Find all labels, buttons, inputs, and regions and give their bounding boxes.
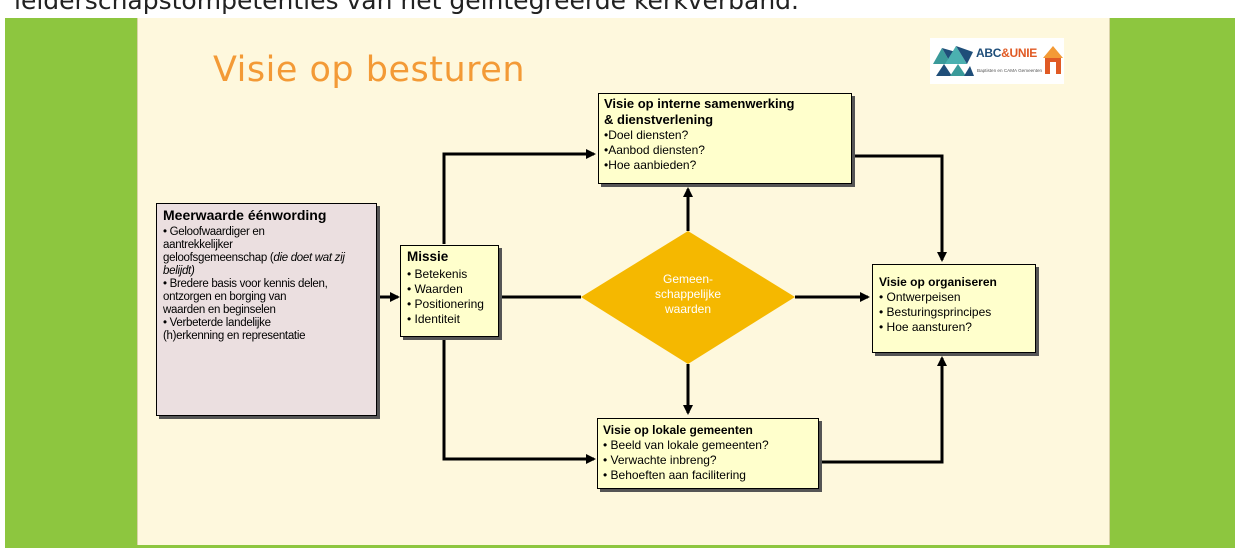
interne-heading-line2: & dienstverlening <box>604 112 714 127</box>
interne-heading-line1: Visie op interne samenwerking <box>604 96 795 111</box>
lokale-heading: Visie op lokale gemeenten <box>603 423 753 437</box>
list-item: • Waarden <box>407 282 463 296</box>
logo-house-icon <box>1043 46 1063 74</box>
list-item: geloofsgemeenschap (die doet wat zij bel… <box>163 252 345 277</box>
list-item: •Aanbod diensten? <box>604 143 705 157</box>
list-item: • Positionering <box>407 297 484 311</box>
list-item: •Doel diensten? <box>604 128 689 142</box>
organiseren-box: Visie op organiseren • Ontwerpeisen • Be… <box>872 264 1036 353</box>
list-item: • Hoe aansturen? <box>879 320 972 334</box>
logo-text: ABC&UNIE <box>976 46 1037 60</box>
list-item: ontzorgen en borging van <box>163 291 287 303</box>
list-item: •Hoe aanbieden? <box>604 158 697 172</box>
shared-values-diamond <box>581 231 795 364</box>
list-item: • Identiteit <box>407 312 460 326</box>
lokale-gemeenten-box: Visie op lokale gemeenten • Beeld van lo… <box>597 418 819 489</box>
list-item: (h)erkenning en representatie <box>163 330 306 342</box>
interne-samenwerking-box: Visie op interne samenwerking & dienstve… <box>598 93 852 184</box>
organiseren-heading: Visie op organiseren <box>879 275 997 289</box>
list-item: • Behoeften aan facilitering <box>603 468 746 482</box>
page-top-text: leiderschapstompetenties van het geïnteg… <box>14 0 799 15</box>
meerwaarde-heading: Meerwaarde éénwording <box>163 207 327 223</box>
list-item: • Bredere basis voor kennis delen, <box>163 278 328 290</box>
list-item: waarden en beginselen <box>163 304 276 316</box>
diamond-label: Gemeen- schappelijke waarden <box>654 272 722 316</box>
list-item: • Verwachte inbreng? <box>603 453 717 467</box>
logo-triangles-icon <box>933 46 974 76</box>
logo-tagline: Baptisten en CAMA Gemeenten <box>977 68 1043 73</box>
meerwaarde-box: Meerwaarde éénwording • Geloofwaardiger … <box>156 203 377 416</box>
list-item: • Beeld van lokale gemeenten? <box>603 438 769 452</box>
list-item: aantrekkelijker <box>163 239 233 251</box>
abc-unie-logo: ABC&UNIE Baptisten en CAMA Gemeenten <box>930 38 1064 84</box>
list-item: • Betekenis <box>407 267 468 281</box>
list-item: • Besturingsprincipes <box>879 305 992 319</box>
slide-title: Visie op besturen <box>213 50 525 90</box>
list-item: • Geloofwaardiger en <box>163 226 265 238</box>
missie-heading: Missie <box>407 249 449 264</box>
list-item: • Verbeterde landelijke <box>163 317 271 329</box>
missie-box: Missie • Betekenis • Waarden • Positione… <box>400 245 499 337</box>
list-item: • Ontwerpeisen <box>879 290 961 304</box>
